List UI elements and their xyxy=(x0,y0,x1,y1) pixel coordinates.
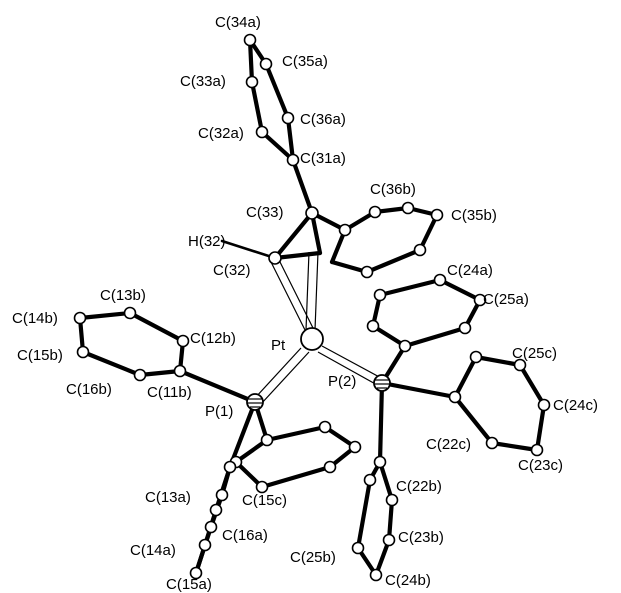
atom-c23a xyxy=(373,288,387,302)
atom-c13b xyxy=(123,306,137,320)
label-c14a: C(14a) xyxy=(130,542,176,559)
atom-c24a xyxy=(433,273,447,287)
atom-c15b xyxy=(76,345,90,359)
atom-c11b xyxy=(173,364,187,378)
atom-c32a xyxy=(255,125,269,139)
atom-c16a xyxy=(204,520,218,534)
label-c13a: C(13a) xyxy=(145,489,191,506)
label-c33: C(33) xyxy=(246,204,284,221)
label-c35b: C(35b) xyxy=(451,207,497,224)
atom-c25a xyxy=(473,293,487,307)
atom-c26c xyxy=(469,350,483,364)
atom-p2 xyxy=(373,374,391,392)
label-c25b: C(25b) xyxy=(290,549,336,566)
atom-c36a xyxy=(281,111,295,125)
label-c31a: C(31a) xyxy=(300,150,346,167)
label-c36a: C(36a) xyxy=(300,111,346,128)
atom-c14a xyxy=(198,538,212,552)
atom-c33a xyxy=(245,75,259,89)
label-c35a: C(35a) xyxy=(282,53,328,70)
atom-c22b xyxy=(385,493,399,507)
label-c24c: C(24c) xyxy=(553,397,598,414)
atom-c24c xyxy=(537,398,551,412)
atom-c15a xyxy=(189,566,203,580)
atom-c12c xyxy=(318,420,332,434)
atom-c15c xyxy=(255,480,269,494)
atom-c21c xyxy=(448,390,462,404)
label-c32: C(32) xyxy=(213,262,251,279)
label-h32: H(32) xyxy=(188,233,226,250)
label-c23b: C(23b) xyxy=(398,529,444,546)
atom-c33 xyxy=(305,206,319,220)
atom-c32 xyxy=(268,251,282,265)
label-c16b: C(16b) xyxy=(66,381,112,398)
atom-c32b xyxy=(360,265,374,279)
atom-c35b xyxy=(401,201,415,215)
atom-c36b xyxy=(368,205,382,219)
pt-coordination-bonds xyxy=(254,251,384,405)
label-c14b: C(14b) xyxy=(12,310,58,327)
label-c15c: C(15c) xyxy=(242,492,287,509)
atom-c31b xyxy=(338,223,352,237)
atom-c16b xyxy=(133,368,147,382)
atom-c14c xyxy=(323,460,337,474)
atom-c34b xyxy=(430,208,444,222)
label-c12b: C(12b) xyxy=(190,330,236,347)
atom-c23c xyxy=(530,443,544,457)
atoms xyxy=(73,33,551,582)
atom-c13c xyxy=(348,440,362,454)
label-pt: Pt xyxy=(271,337,286,354)
atom-c26b xyxy=(363,473,377,487)
atom-c11a xyxy=(223,460,237,474)
label-c32a: C(32a) xyxy=(198,125,244,142)
label-c25a: C(25a) xyxy=(483,291,529,308)
label-c36b: C(36b) xyxy=(370,181,416,198)
atom-c13a xyxy=(209,503,223,517)
label-c22c: C(22c) xyxy=(426,436,471,453)
atom-c11c xyxy=(260,433,274,447)
label-c33a: C(33a) xyxy=(180,73,226,90)
atom-c25b xyxy=(351,541,365,555)
label-c13b: C(13b) xyxy=(100,287,146,304)
atom-c35a xyxy=(259,57,273,71)
label-c34a: C(34a) xyxy=(215,14,261,31)
atom-c25c xyxy=(513,358,527,372)
atom-c24b xyxy=(369,568,383,582)
atom-c12a xyxy=(215,488,229,502)
atom-c12b xyxy=(176,334,190,348)
label-c24b: C(24b) xyxy=(385,572,431,589)
label-c24a: C(24a) xyxy=(447,262,493,279)
label-p1: P(1) xyxy=(205,403,233,420)
atom-c26a xyxy=(366,319,380,333)
atom-pt xyxy=(300,327,324,351)
atom-c31a xyxy=(286,153,300,167)
atom-c26a2 xyxy=(458,321,472,335)
atom-c23b xyxy=(382,533,396,547)
label-c15a: C(15a) xyxy=(166,576,212,593)
label-c16a: C(16a) xyxy=(222,527,268,544)
label-c15b: C(15b) xyxy=(17,347,63,364)
label-c22b: C(22b) xyxy=(396,478,442,495)
label-c25c: C(25c) xyxy=(512,345,557,362)
atom-c21b xyxy=(373,455,387,469)
atom-c14b xyxy=(73,311,87,325)
atom-c33b xyxy=(413,243,427,257)
atom-c21a xyxy=(398,339,412,353)
atom-c22c xyxy=(485,436,499,450)
label-c23c: C(23c) xyxy=(518,457,563,474)
label-p2: P(2) xyxy=(328,373,356,390)
atom-p1 xyxy=(246,393,264,411)
atom-c34a xyxy=(243,33,257,47)
label-c11b: C(11b) xyxy=(147,384,192,401)
atom-labels: C(34a) C(35a) C(33a) C(36a) C(32a) C(31a… xyxy=(12,14,598,593)
